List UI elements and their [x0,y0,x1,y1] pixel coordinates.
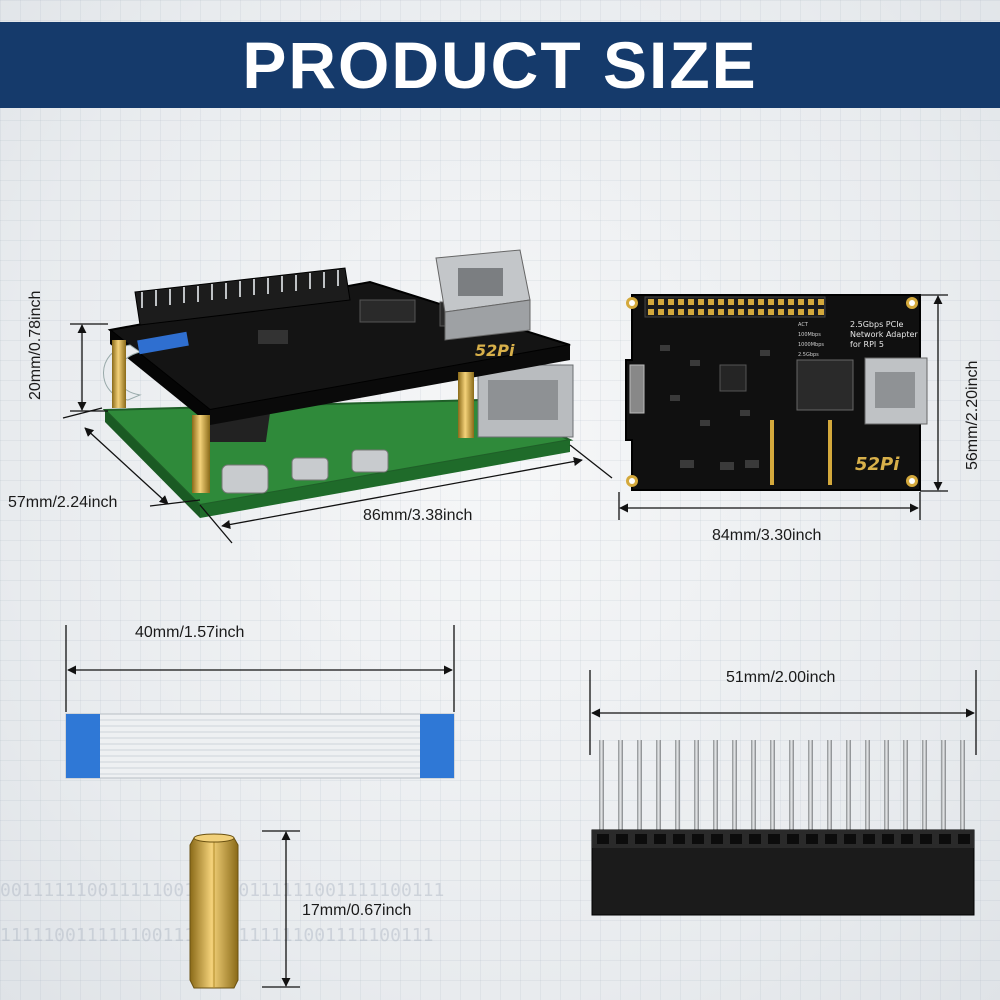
assembly-height-label: 20mm/0.78inch [27,290,44,400]
assembly-length-label: 86mm/3.38inch [363,507,473,524]
board-width-label: 84mm/3.30inch [712,527,822,544]
led-label-25: 2.5Gbps [798,352,819,358]
header-length-label: 51mm/2.00inch [726,669,836,686]
ribbon-cable-image [65,713,455,779]
board-silkscreen-line2: Network Adapter [850,330,918,339]
cable-dimension-lines [65,625,455,712]
board-height-label: 56mm/2.20inch [964,360,981,470]
assembly-depth-label: 57mm/2.24inch [8,494,118,511]
title-banner: PRODUCT SIZE [0,22,1000,108]
page-title: PRODUCT SIZE [242,28,758,102]
standoff-dimension-lines [262,830,300,988]
assembly-dimension-lines [62,323,613,544]
standoff-height-label: 17mm/0.67inch [302,902,412,919]
stacked-assembly-image: 52Pi [102,249,574,518]
pin-header-image [591,740,975,916]
header-dimension-lines [589,670,977,755]
board-silkscreen-line1: 2.5Gbps PCIe [850,320,904,329]
board-logo: 52Pi [855,454,900,475]
assembly-logo: 52Pi [475,341,515,360]
brass-standoff-image [189,833,239,989]
led-label-1000: 1000Mbps [798,342,824,348]
board-dimension-lines [618,294,948,520]
board-silkscreen-line3: for RPI 5 [850,340,884,349]
cable-length-label: 40mm/1.57inch [135,624,245,641]
led-label-act: ACT [798,322,809,328]
adapter-board-image: 2.5Gbps PCIe Network Adapter for RPI 5 A… [625,294,928,491]
led-label-100: 100Mbps [798,332,821,338]
